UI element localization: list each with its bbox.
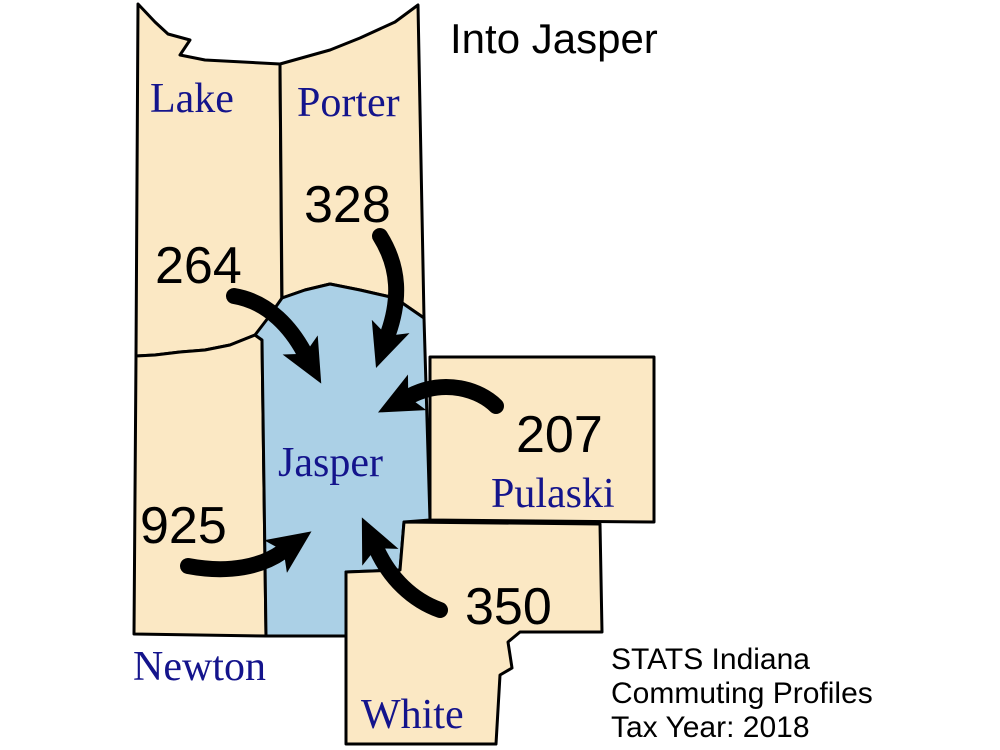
flow-count-newton: 925: [140, 497, 227, 555]
map-title: Into Jasper: [450, 15, 658, 62]
credit-profile: Commuting Profiles: [611, 677, 873, 710]
county-label-jasper: Jasper: [278, 440, 383, 486]
flow-arrow-newton: [180, 531, 312, 578]
flow-arrow-porter: [371, 228, 410, 368]
flow-arrow-lake: [226, 288, 322, 384]
county-label-white: White: [361, 692, 464, 738]
credit-source: STATS Indiana: [611, 643, 810, 676]
flow-count-pulaski: 207: [516, 406, 603, 464]
county-white: [344, 520, 604, 746]
flow-arrow-pulaski: [377, 374, 504, 414]
flow-count-porter: 328: [304, 176, 391, 234]
county-label-newton: Newton: [133, 644, 266, 690]
flow-count-lake: 264: [155, 237, 242, 295]
credit-year: Tax Year: 2018: [611, 711, 810, 744]
county-porter: [278, 3, 426, 320]
county-label-pulaski: Pulaski: [491, 471, 615, 517]
county-label-lake: Lake: [150, 76, 234, 122]
county-newton: [132, 333, 268, 638]
flow-arrow-white: [361, 517, 448, 618]
county-label-porter: Porter: [297, 80, 400, 126]
flow-count-white: 350: [465, 578, 552, 636]
